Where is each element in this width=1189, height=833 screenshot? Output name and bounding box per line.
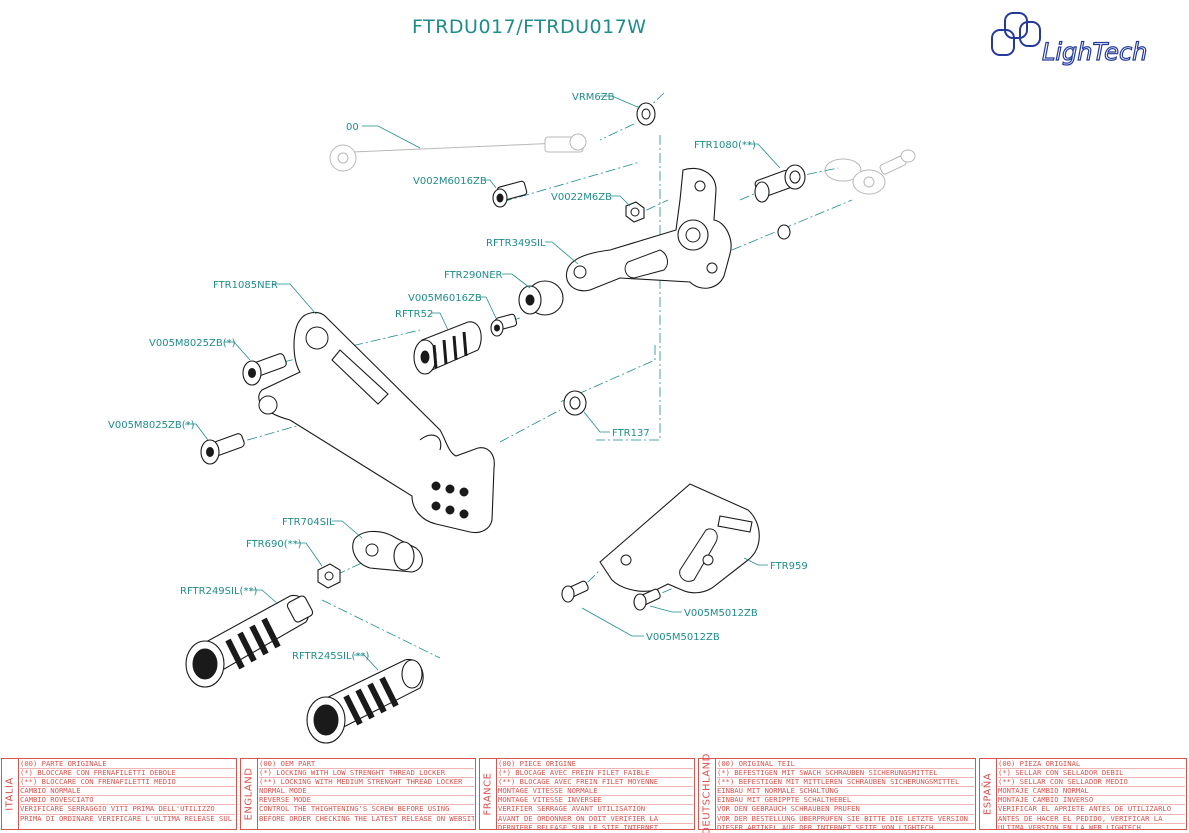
- legend-line: DIESER ARTIKEL AUF DER INTERNET SEITE VO…: [717, 823, 934, 832]
- legend-line: MONTAJE CAMBIO INVERSO: [998, 796, 1185, 806]
- legend-line: EINBAU MIT NORMALE SCHALTUNG: [717, 787, 974, 797]
- legend-line: DERNIERE RELEASE SUR LE SITE INTERNET: [498, 823, 659, 832]
- label-v005m8025zb-upper: V005M8025ZB(*): [149, 338, 236, 349]
- legend-italia: ITALIA (00) PARTE ORIGINALE (*) BLOCCARE…: [1, 758, 237, 830]
- legend-bar: ITALIA (00) PARTE ORIGINALE (*) BLOCCARE…: [0, 753, 1189, 833]
- label-00: 00: [346, 122, 359, 133]
- oem-rod-end-ghost: [824, 149, 916, 195]
- screw-v005m6016zb: [490, 313, 518, 337]
- label-ftr959: FTR959: [770, 561, 808, 572]
- legend-line: AVANT DE ORDONNER ON DOIT VERIFIER LA: [498, 815, 693, 824]
- legend-line: (*) BLOCCARE CON FRENAFILETTI DEBOLE: [20, 769, 235, 779]
- label-v005m5012zb-a: V005M5012ZB: [684, 608, 758, 619]
- peg-mount-ftr704sil: [352, 530, 423, 573]
- label-ftr1080: FTR1080(**): [694, 140, 756, 151]
- legend-language-name: DEUTSCHLAND: [701, 753, 713, 833]
- legend-line: ANTES DE HACER EL PEDIDO, VERIFICAR LA: [998, 815, 1185, 824]
- legend-line: MONTAGE VITESSE NORMALE: [498, 787, 693, 797]
- screw-v005m5012zb-b: [633, 588, 661, 611]
- screw-v005m5012zb-a: [561, 580, 589, 603]
- legend-line: BEFORE ORDER CHECKING THE LATEST RELEASE…: [259, 814, 474, 823]
- legend-france: FRANCE (00) PIECE ORIGINE (*) BLOCAGE AV…: [479, 758, 695, 832]
- legend-line: EINBAU MIT GERIPPTE SCHALTHEBEL: [717, 796, 974, 806]
- legend-line: (**) LOCKING WITH MEDIUM STRENGHT THREAD…: [259, 778, 474, 788]
- legend-line: MONTAGE VITESSE INVERSEE: [498, 796, 693, 806]
- legend-line: CONTROL THE THIGHTENING'S SCREW BEFORE U…: [259, 805, 474, 815]
- legend-line: (**) BLOCCARE CON FRENAFILETTI MEDIO: [20, 778, 235, 788]
- label-rftr249sil: RFTR249SIL(**): [180, 586, 257, 597]
- label-ftr1085ner: FTR1085NER: [213, 280, 278, 291]
- legend-espana: ESPAÑA (00) PIEZA ORIGINAL (*) SELLAR CO…: [979, 758, 1187, 832]
- legend-line: VERIFICAR EL APRIETE ANTES DE UTILIZARLO: [998, 805, 1185, 815]
- legend-line: NORMAL MODE: [259, 787, 474, 797]
- legend-line: (00) PARTE ORIGINALE: [20, 760, 235, 770]
- legend-line: (00) PIECE ORIGINE: [498, 760, 693, 770]
- washer-vrm6zb: [636, 102, 656, 126]
- label-v002m6016zb: V002M6016ZB: [413, 176, 487, 187]
- label-ftr690: FTR690(**): [246, 539, 302, 550]
- legend-line: CAMBIO NORMALE: [20, 787, 235, 797]
- legend-line: (00) OEM PART: [259, 760, 474, 770]
- label-rftr52: RFTR52: [395, 309, 433, 320]
- label-rftr349sil: RFTR349SIL: [486, 238, 546, 249]
- legend-line: VOR DER BESTELLUNG ÜBERPRÜFEN SIE BITTE …: [717, 815, 974, 824]
- legend-line: (00) ORIGINAL TEIL: [717, 760, 974, 770]
- document-title: FTRDU017/FTRDU017W: [412, 16, 647, 38]
- screw-v005m8025zb-upper: [242, 353, 287, 386]
- footpeg-rftr249sil: [185, 594, 314, 688]
- screw-v002m6016zb: [492, 180, 528, 208]
- legend-line: VERIFIER SERRAGE AVANT UTILISATION: [498, 805, 693, 815]
- heel-guard-ftr959: [599, 483, 760, 594]
- legend-line: (*) SELLAR CON SELLADOR DEBIL: [998, 769, 1185, 779]
- legend-line: VOR DEN GEBRAUCH SCHRAUBEN PRUFEN: [717, 805, 974, 815]
- legend-deutschland: DEUTSCHLAND (00) ORIGINAL TEIL (*) BEFES…: [698, 753, 976, 833]
- legend-line: (*) BEFESTIGEN MIT SWACH SCHRAUBEN SICHE…: [717, 769, 974, 779]
- legend-line: (**) BLOCAGE AVEC FREIN FILET MOYENNE: [498, 778, 693, 788]
- legend-line: ULTIMA VERSION EN LA WEB LIGHTECH: [998, 823, 1141, 832]
- shift-lever-rftr349sil: [566, 167, 732, 292]
- washer-ftr137: [563, 390, 587, 416]
- nut-v0022m6zb: [625, 201, 645, 223]
- screw-v005m8025zb-lower: [200, 433, 245, 465]
- logo-wordmark: LighTech: [1042, 38, 1147, 66]
- legend-line: (*) BLOCAGE AVEC FREIN FILET FAIBLE: [498, 769, 693, 779]
- legend-language-name: FRANCE: [482, 772, 494, 816]
- legend-language-name: ITALIA: [4, 777, 16, 811]
- oem-rod-ghost: [329, 133, 587, 172]
- peg-rftr52: [413, 321, 482, 375]
- diagram-canvas: FTRDU017/FTRDU017W LighTech: [108, 12, 1148, 744]
- label-v005m5012zb-b: V005M5012ZB: [646, 632, 720, 643]
- label-v005m6016zb: V005M6016ZB: [408, 293, 482, 304]
- legend-line: VERIFICARE SERRAGGIO VITI PRIMA DELL'UTI…: [20, 805, 235, 815]
- label-ftr290ner: FTR290NER: [444, 270, 503, 281]
- legend-line: (**) SELLAR CON SELLADOR MEDIO: [998, 778, 1185, 788]
- legend-line: MONTAJE CAMBIO NORMAL: [998, 787, 1185, 797]
- pivot-ftr290ner: [518, 280, 564, 316]
- label-v005m8025zb-lower: V005M8025ZB(*): [108, 420, 195, 431]
- legend-language-name: ESPAÑA: [982, 772, 994, 816]
- pivot-bolt-ftr1080: [754, 164, 806, 240]
- legend-line: PRIMA DI ORDINARE VERIFICARE L'ULTIMA RE…: [20, 814, 235, 823]
- legend-line: (00) PIEZA ORIGINAL: [998, 760, 1185, 770]
- bracket-ftr1085ner: [258, 311, 495, 534]
- label-ftr137: FTR137: [612, 428, 650, 439]
- label-ftr704sil: FTR704SIL: [282, 517, 335, 528]
- nut-ftr690: [317, 563, 341, 589]
- lightech-logo: LighTech: [991, 12, 1148, 67]
- legend-line: CAMBIO ROVESCIATO: [20, 796, 235, 806]
- legend-language-name: ENGLAND: [243, 767, 255, 821]
- callout-leaders: [185, 95, 781, 671]
- label-rftr245sil: RFTR245SIL(**): [292, 651, 369, 662]
- footpeg-rftr245sil: [306, 659, 424, 744]
- legend-england: ENGLAND (00) OEM PART (*) LOCKING WITH L…: [240, 758, 476, 830]
- label-v0022m6zb: V0022M6ZB: [551, 192, 612, 203]
- callout-labels: VRM6ZB 00 V002M6016ZB V0022M6ZB FTR1080(…: [108, 92, 808, 662]
- legend-line: (*) LOCKING WITH LOW STRENGHT THREAD LOC…: [259, 769, 474, 779]
- label-vrm6zb: VRM6ZB: [572, 92, 615, 103]
- legend-line: REVERSE MODE: [259, 796, 474, 806]
- legend-line: (**) BEFESTIGEN MIT MITTLEREN SCHRAUBEN …: [717, 778, 974, 788]
